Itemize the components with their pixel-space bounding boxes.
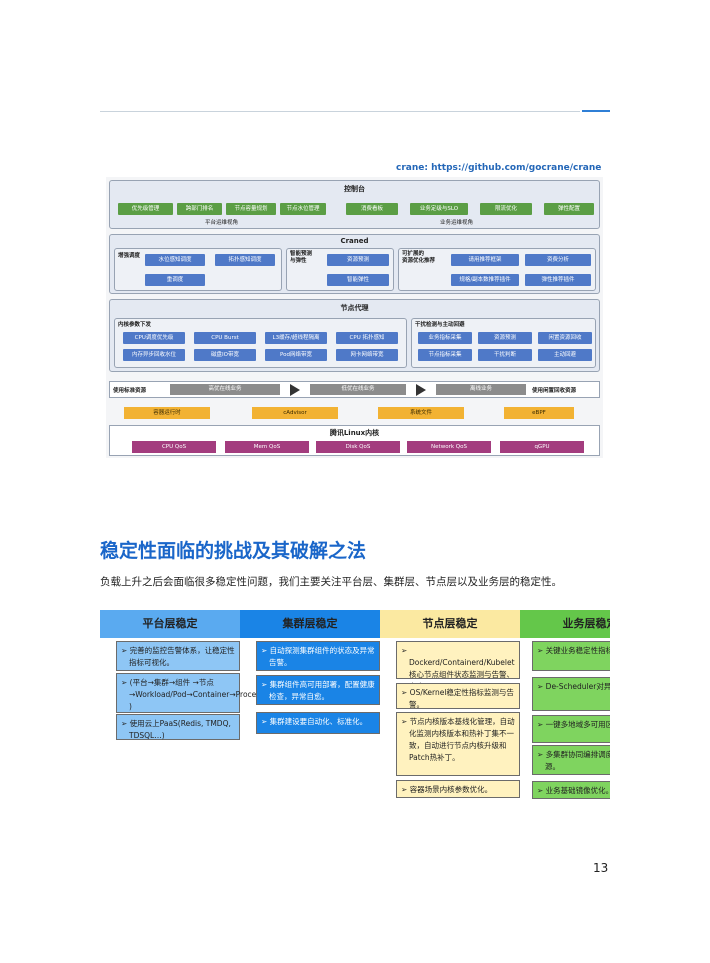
craned-item: 重调度: [145, 274, 205, 286]
enhanced-label: 增强调度: [118, 253, 141, 259]
enhanced-scheduling: 增强调度 水位感知调度 拓扑感知调度 重调度: [114, 248, 282, 291]
control-item: 弹性配置: [544, 203, 594, 215]
interference-detection: 干扰检测与主动回避 业务指标采集 资源预测 闲置资源回收 节点指标采集 干扰判断…: [411, 318, 596, 368]
node-card: ➢ OS/Kernel稳定性指标监测与告警。: [396, 683, 520, 709]
craned-item: 水位感知调度: [145, 254, 205, 266]
platform-label: 平台运维视角: [205, 220, 239, 226]
node-card: ➢ 容器场景内核参数优化。: [396, 780, 520, 798]
node-item: CPU调度优先级: [123, 332, 185, 344]
runtime-item: 系统文件: [378, 407, 464, 419]
business-card: ➢ 多集群协同编排调度集群的资源。: [532, 745, 610, 775]
resource-recommend: 可扩展的 资源优化推荐 请用推荐框架 资费分析 规格/副本数推荐插件 弹性推荐插…: [398, 248, 596, 291]
kernel-item: qGPU: [500, 441, 584, 453]
node-item: 闲置资源回收: [538, 332, 592, 344]
runtime-item: cAdvisor: [252, 407, 338, 419]
predict-elastic: 智能预测 与弹性 资源预测 智能弹性: [286, 248, 394, 291]
column-header-node: 节点层稳定: [380, 610, 520, 638]
node-item: 节点指标采集: [418, 349, 472, 361]
craned-item: 规格/副本数推荐插件: [451, 274, 519, 286]
runtime-item: 容器运行时: [124, 407, 210, 419]
node-item: 业务指标采集: [418, 332, 472, 344]
control-item: 跨部门排名: [177, 203, 222, 215]
resource-left-label: 使用标准资源: [113, 388, 147, 394]
kernel-params: 内核参数下发 CPU调度优先级 CPU Burst L3缓存/超线程隔离 CPU…: [114, 318, 407, 368]
resource-item: 高优在线业务: [170, 384, 280, 395]
resource-row: 使用标准资源 高优在线业务 低优在线业务 离线业务 使用闲置回收资源: [109, 381, 600, 398]
kernel-item: Disk QoS: [316, 441, 400, 453]
kernel-item: Network QoS: [407, 441, 491, 453]
craned-item: 拓扑感知调度: [215, 254, 275, 266]
cluster-card: ➢ 集群建设要自动化、标准化。: [256, 712, 380, 734]
node-item: CPU 拓扑感知: [336, 332, 398, 344]
column-header-platform: 平台层稳定: [100, 610, 240, 638]
node-left-label: 内核参数下发: [118, 322, 152, 328]
node-item: L3缓存/超线程隔离: [265, 332, 327, 344]
section-heading: 稳定性面临的挑战及其破解之法: [100, 540, 367, 562]
header-rule: [100, 111, 580, 112]
resource-right-label: 使用闲置回收资源: [532, 388, 577, 394]
platform-card: ➢ (平台→集群→组件 →节点→Workload/Pod→Container→P…: [116, 673, 264, 713]
kernel-panel: 腾讯Linux内核 CPU QoS Mem QoS Disk QoS Netwo…: [109, 425, 600, 456]
header-accent-bar: [582, 110, 610, 112]
kernel-item: CPU QoS: [132, 441, 216, 453]
business-card: ➢ 关键业务稳定性指标: [532, 641, 610, 671]
node-item: 干扰判断: [478, 349, 532, 361]
kernel-title: 腾讯Linux内核: [329, 429, 380, 437]
node-right-label: 干扰检测与主动回避: [415, 322, 465, 328]
node-title: 节点代理: [340, 304, 369, 312]
control-item: 节点水位管理: [280, 203, 326, 215]
section-paragraph: 负载上升之后会面临很多稳定性问题，我们主要关注平台层、集群层、节点层以及业务层的…: [100, 576, 562, 588]
node-item: CPU Burst: [194, 332, 256, 344]
control-title: 控制台: [344, 185, 365, 193]
node-item: 磁盘IO带宽: [194, 349, 256, 361]
craned-item: 智能弹性: [327, 274, 389, 286]
cluster-card: ➢ 集群组件高可用部署，配置健康检查，异常自愈。: [256, 675, 380, 705]
node-card: ➢ Dockerd/Containerd/Kubelet核心节点组件状态监测与告…: [396, 641, 520, 691]
business-label: 业务运维视角: [440, 220, 474, 226]
crane-link[interactable]: crane: https://github.com/gocrane/crane: [396, 163, 602, 173]
node-agent-panel: 节点代理 内核参数下发 CPU调度优先级 CPU Burst L3缓存/超线程隔…: [109, 299, 600, 372]
craned-panel: Craned 增强调度 水位感知调度 拓扑感知调度 重调度 智能预测 与弹性 资…: [109, 234, 600, 294]
control-item: 节点容量规划: [226, 203, 276, 215]
control-item: 限流优化: [480, 203, 532, 215]
resource-item: 低优在线业务: [310, 384, 406, 395]
architecture-diagram: 控制台 优先级管理 跨部门排名 节点容量规划 节点水位管理 平台运维视角 消费看…: [106, 177, 603, 458]
predict-label: 智能预测 与弹性: [290, 251, 313, 264]
node-item: 内存异步回收水位: [123, 349, 185, 361]
node-item: 资源预测: [478, 332, 532, 344]
platform-card: ➢ 使用云上PaaS(Redis, TMDQ, TDSQL…): [116, 714, 240, 740]
kernel-item: Mem QoS: [225, 441, 309, 453]
craned-item: 弹性推荐插件: [525, 274, 591, 286]
arrow-right-icon: [416, 384, 426, 396]
node-item: 主动回避: [538, 349, 592, 361]
craned-item: 资费分析: [525, 254, 591, 266]
node-item: Pod网络带宽: [265, 349, 327, 361]
business-card: ➢ De-Scheduler对异常重调度。: [532, 677, 610, 711]
page-number: 13: [593, 861, 609, 875]
business-card: ➢ 业务基础镜像优化。: [532, 781, 610, 799]
control-panel: 控制台 优先级管理 跨部门排名 节点容量规划 节点水位管理 平台运维视角 消费看…: [109, 180, 600, 229]
column-header-cluster: 集群层稳定: [240, 610, 380, 638]
craned-item: 请用推荐框架: [451, 254, 519, 266]
node-card: ➢ 节点内核版本基线化管理，自动化监测内核版本和热补丁集不一致，自动进行节点内核…: [396, 712, 520, 776]
control-item: 优先级管理: [118, 203, 173, 215]
craned-item: 资源预测: [327, 254, 389, 266]
node-item: 网卡网络带宽: [336, 349, 398, 361]
control-item: 业务定级与SLO: [410, 203, 468, 215]
arrow-right-icon: [290, 384, 300, 396]
business-column-clip: ➢ 关键业务稳定性指标 ➢ De-Scheduler对异常重调度。 ➢ 一键多地…: [532, 641, 610, 801]
resource-item: 离线业务: [436, 384, 526, 395]
platform-card: ➢ 完善的监控告警体系，让稳定性指标可视化。: [116, 641, 240, 671]
extend-label: 可扩展的 资源优化推荐: [402, 251, 436, 264]
cluster-card: ➢ 自动探测集群组件的状态及异常告警。: [256, 641, 380, 671]
business-card: ➢ 一键多地域多可用区署。: [532, 715, 610, 743]
runtime-item: eBPF: [504, 407, 574, 419]
craned-title: Craned: [340, 237, 369, 245]
control-item: 消费看板: [346, 203, 398, 215]
column-header-business: 业务层稳定: [520, 610, 610, 638]
